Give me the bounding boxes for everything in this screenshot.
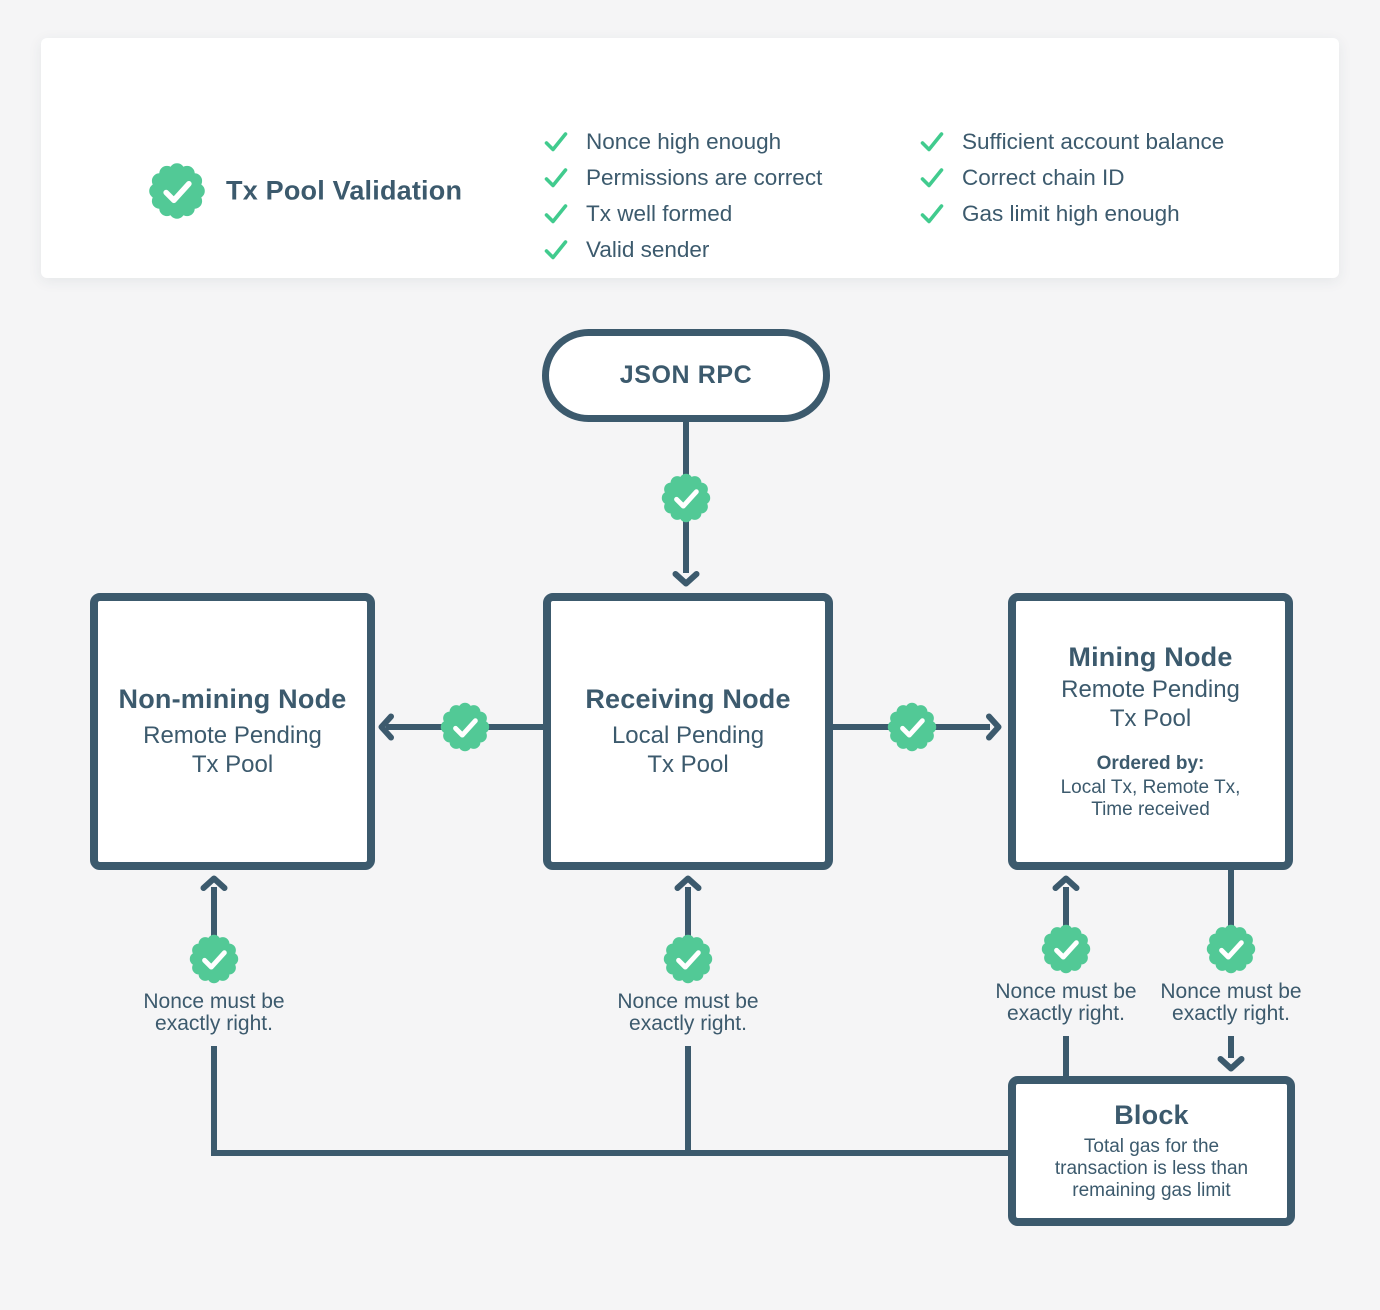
ordered-by-section: Ordered by: Local Tx, Remote Tx, Time re… — [1061, 753, 1241, 821]
block-body-line: remaining gas limit — [1072, 1180, 1231, 1201]
checklist-item-label: Correct chain ID — [962, 165, 1125, 190]
check-icon — [543, 129, 569, 155]
node-subtitle: Remote Pending Tx Pool — [143, 721, 322, 779]
validation-checklist-right: Sufficient account balance Correct chain… — [919, 128, 1224, 236]
checklist-item: Correct chain ID — [919, 164, 1224, 192]
arrow-down-icon — [672, 571, 700, 587]
checklist-item-label: Gas limit high enough — [962, 201, 1180, 226]
connector-mining-to-block — [1228, 1036, 1234, 1058]
nonce-note-line: exactly right. — [155, 1011, 273, 1035]
check-badge-icon — [661, 932, 715, 986]
nonce-note: Nonce must be exactly right. — [114, 991, 314, 1034]
subtitle-line: Tx Pool — [191, 751, 274, 778]
check-icon — [543, 237, 569, 263]
connector-up-receiving — [685, 887, 691, 937]
nonce-note-line: Nonce must be — [995, 980, 1137, 1003]
node-title: Mining Node — [1068, 642, 1233, 672]
check-icon — [919, 165, 945, 191]
checklist-item-label: Sufficient account balance — [962, 129, 1225, 154]
node-subtitle: Remote Pending Tx Pool — [1061, 675, 1240, 733]
check-badge-icon — [438, 700, 492, 754]
node-title: Block — [1114, 1100, 1189, 1130]
arrow-left-icon — [378, 713, 394, 741]
checklist-item-label: Permissions are correct — [586, 165, 823, 190]
checklist-item: Gas limit high enough — [919, 200, 1224, 228]
check-badge-icon — [1039, 922, 1093, 976]
check-icon — [543, 201, 569, 227]
checklist-item: Tx well formed — [543, 200, 822, 228]
receiving-node: Receiving Node Local Pending Tx Pool — [543, 593, 833, 870]
block-body-line: transaction is less than — [1054, 1158, 1249, 1179]
connector-mining-down — [1228, 866, 1234, 926]
arrow-down-icon — [1217, 1056, 1245, 1072]
nonce-note-line: Nonce must be — [1160, 980, 1302, 1003]
card-title: Tx Pool Validation — [226, 175, 463, 206]
check-icon — [919, 129, 945, 155]
connector-rail-left — [211, 1046, 217, 1154]
check-badge-icon — [187, 932, 241, 986]
check-badge-icon — [659, 471, 713, 525]
checklist-item: Permissions are correct — [543, 164, 822, 192]
checklist-item: Nonce high enough — [543, 128, 822, 156]
subtitle-line: Local Pending — [611, 722, 765, 749]
subtitle-line: Tx Pool — [1109, 705, 1192, 732]
checklist-item-label: Nonce high enough — [586, 129, 782, 154]
non-mining-node: Non-mining Node Remote Pending Tx Pool — [90, 593, 375, 870]
ordered-by-lines: Local Tx, Remote Tx, Time received — [1061, 777, 1241, 821]
subtitle-line: Tx Pool — [647, 751, 729, 778]
node-subtitle: Local Pending Tx Pool — [612, 721, 764, 779]
nonce-note-line: exactly right. — [629, 1011, 747, 1035]
tx-pool-validation-card: Tx Pool Validation Nonce high enough Per… — [41, 38, 1339, 278]
node-title: Receiving Node — [585, 684, 791, 714]
subtitle-line: Remote Pending — [143, 722, 322, 749]
mining-node: Mining Node Remote Pending Tx Pool Order… — [1008, 593, 1293, 870]
connector-bottom-rail — [211, 1150, 1011, 1156]
ordered-by-line: Local Tx, Remote Tx, — [1060, 777, 1241, 798]
validation-checklist-left: Nonce high enough Permissions are correc… — [543, 128, 822, 272]
checklist-item: Valid sender — [543, 236, 822, 264]
check-icon — [919, 201, 945, 227]
ordered-by-line: Time received — [1091, 799, 1210, 820]
connector-up-mining — [1063, 887, 1069, 927]
json-rpc-label: JSON RPC — [619, 361, 753, 389]
ordered-by-label: Ordered by: — [1096, 753, 1205, 774]
block-body: Total gas for the transaction is less th… — [1055, 1136, 1248, 1202]
nonce-note: Nonce must be exactly right. — [588, 991, 788, 1034]
nonce-note: Nonce must be exactly right. — [1131, 981, 1331, 1024]
nonce-note-line: exactly right. — [1007, 1001, 1125, 1025]
nonce-note-line: Nonce must be — [143, 990, 285, 1013]
node-title: Non-mining Node — [118, 684, 347, 714]
checklist-item: Sufficient account balance — [919, 128, 1224, 156]
arrow-right-icon — [986, 713, 1002, 741]
check-badge-icon — [1204, 922, 1258, 976]
connector-up-non-mining — [211, 887, 217, 937]
checklist-item-label: Valid sender — [586, 237, 710, 262]
nonce-note: Nonce must be exactly right. — [966, 981, 1166, 1024]
subtitle-line: Remote Pending — [1061, 676, 1240, 703]
nonce-note-line: exactly right. — [1172, 1001, 1290, 1025]
check-badge-icon — [885, 700, 939, 754]
connector-rail-center — [685, 1046, 691, 1154]
check-icon — [543, 165, 569, 191]
nonce-note-line: Nonce must be — [617, 990, 759, 1013]
block-node: Block Total gas for the transaction is l… — [1008, 1076, 1295, 1226]
check-badge-icon — [146, 160, 208, 222]
checklist-item-label: Tx well formed — [586, 201, 733, 226]
connector-block-to-mining — [1063, 1036, 1069, 1076]
block-body-line: Total gas for the — [1083, 1136, 1220, 1157]
json-rpc-node: JSON RPC — [542, 329, 830, 422]
